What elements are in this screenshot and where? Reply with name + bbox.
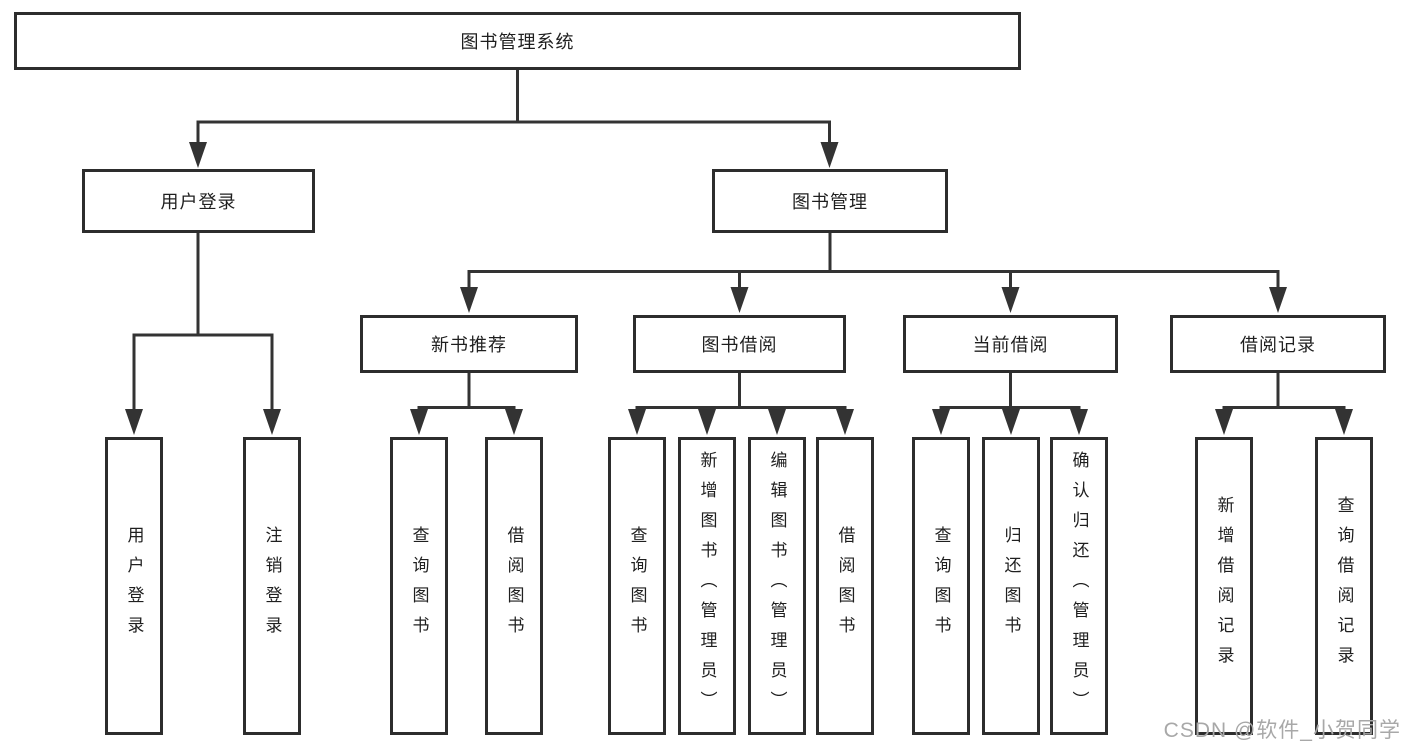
- leaf-label: 查询图书: [409, 526, 429, 646]
- leaf-label: 查询图书: [627, 526, 647, 646]
- node-borrow-records: 借阅记录: [1170, 315, 1386, 373]
- arrowhead-icons: [125, 142, 1353, 435]
- node-root-system: 图书管理系统: [14, 12, 1021, 70]
- leaf-label: 归还图书: [1001, 526, 1021, 646]
- leaf-label: 确认归还（管理员）: [1069, 451, 1089, 721]
- leaf-label: 借阅图书: [504, 526, 524, 646]
- csdn-watermark: CSDN @软件_小贺同学: [1163, 719, 1401, 742]
- leaf-query-books-recommend: 查询图书: [390, 437, 448, 735]
- node-book-manage: 图书管理: [712, 169, 948, 233]
- connector-path-records: [1222, 372, 1346, 413]
- leaf-return-books: 归还图书: [982, 437, 1040, 735]
- connector-path-recommend: [417, 372, 516, 413]
- leaf-user-login: 用户登录: [105, 437, 163, 735]
- connector-path-current: [939, 372, 1081, 413]
- leaf-label: 注销登录: [262, 526, 282, 646]
- leaf-borrow-books-recommend: 借阅图书: [485, 437, 543, 735]
- node-new-book-recommend: 新书推荐: [360, 315, 578, 373]
- leaf-query-books-borrow: 查询图书: [608, 437, 666, 735]
- connector-path-root: [196, 69, 831, 146]
- leaf-label: 查询图书: [931, 526, 951, 646]
- leaf-label: 新增图书（管理员）: [697, 451, 717, 721]
- leaf-borrow-books: 借阅图书: [816, 437, 874, 735]
- leaf-confirm-return-admin: 确认归还（管理员）: [1050, 437, 1108, 735]
- leaf-add-books-admin: 新增图书（管理员）: [678, 437, 736, 735]
- leaf-add-borrow-record: 新增借阅记录: [1195, 437, 1253, 735]
- connector-path-manage: [467, 232, 1280, 290]
- node-current-borrow: 当前借阅: [903, 315, 1118, 373]
- leaf-label: 查询借阅记录: [1334, 496, 1354, 676]
- leaf-query-borrow-record: 查询借阅记录: [1315, 437, 1373, 735]
- leaf-edit-books-admin: 编辑图书（管理员）: [748, 437, 806, 735]
- leaf-logout: 注销登录: [243, 437, 301, 735]
- leaf-label: 新增借阅记录: [1214, 496, 1234, 676]
- leaf-label: 用户登录: [124, 526, 144, 646]
- leaf-query-books-current: 查询图书: [912, 437, 970, 735]
- leaf-label: 借阅图书: [835, 526, 855, 646]
- connector-path-login: [132, 232, 274, 412]
- node-user-login: 用户登录: [82, 169, 315, 233]
- connector-path-borrow: [635, 372, 847, 413]
- node-book-borrow: 图书借阅: [633, 315, 846, 373]
- leaf-label: 编辑图书（管理员）: [767, 451, 787, 721]
